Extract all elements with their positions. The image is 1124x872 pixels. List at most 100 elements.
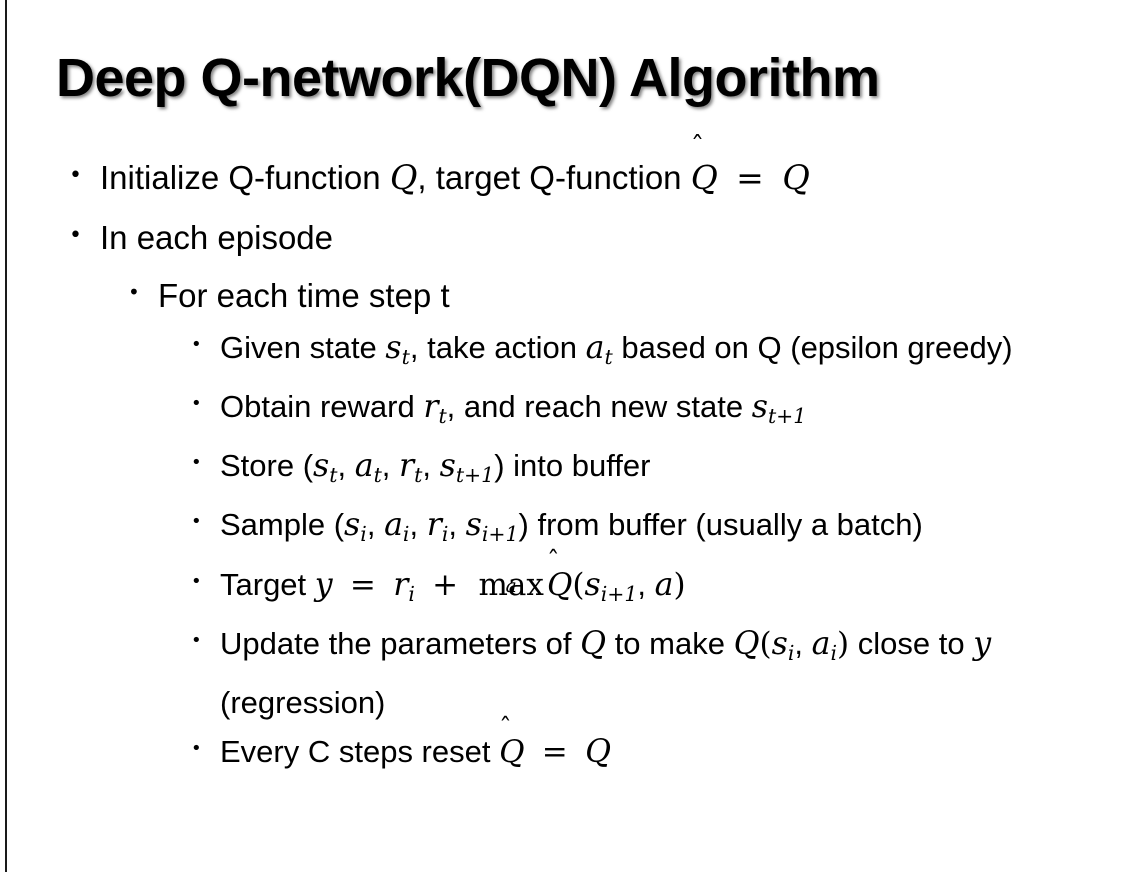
update-p4: (regression): [220, 684, 386, 720]
update-a-subscript: i: [830, 640, 838, 665]
bullet-update: • Update the parameters of Q to make Q(s…: [0, 619, 1124, 727]
initialize-mid: , target Q-function: [417, 159, 691, 196]
bullet-obtain-reward-text: Obtain reward rt, and reach new state st…: [220, 382, 1094, 441]
store-s-symbol: s: [313, 448, 330, 485]
bullet-dot-icon: •: [191, 452, 202, 474]
target-max-label: max: [478, 566, 544, 603]
target-qhat-base: Q: [546, 566, 573, 603]
sample-r-subscript: i: [441, 522, 449, 547]
given-state-p1: Given state: [220, 330, 386, 365]
bullet-dot-icon: •: [191, 737, 202, 759]
given-state-s-symbol: s: [385, 330, 402, 366]
update-p3: close to: [849, 625, 974, 661]
store-comma-2: ,: [381, 448, 400, 484]
given-state-a-symbol: a: [585, 330, 605, 366]
obtain-reward-p2: , and reach new state: [446, 389, 752, 425]
obtain-reward-p1: Obtain reward: [220, 389, 424, 425]
bullet-dot-icon: •: [191, 334, 202, 355]
bullet-target-text: Target y = ri + maxâQ(si+1, a): [220, 560, 1094, 619]
bullet-sample: • Sample (si, ai, ri, si+1) from buffer …: [0, 500, 1124, 559]
bullet-target: • Target y = ri + maxâQ(si+1, a): [0, 560, 1124, 619]
store-s2-subscript: t+1: [455, 463, 495, 488]
initialize-q2-symbol: Q: [782, 158, 810, 197]
page-title: Deep Q-network(DQN) Algorithm: [56, 48, 880, 108]
store-comma-3: ,: [422, 448, 440, 484]
bullet-for-each-time-step: • For each time step t: [0, 268, 1124, 323]
update-open-paren: (: [759, 625, 772, 662]
target-comma: ,: [637, 566, 655, 602]
sample-a-subscript: i: [402, 522, 410, 547]
update-a-symbol: a: [811, 625, 831, 662]
slide-left-edge-rule: [5, 0, 7, 872]
sample-s-symbol: s: [344, 507, 361, 544]
store-p2: ) into buffer: [494, 448, 651, 484]
given-state-a-subscript: t: [604, 345, 613, 370]
bullet-in-each-episode: • In each episode: [0, 208, 1124, 268]
store-p1: Store (: [220, 448, 314, 484]
initialize-prefix: Initialize Q-function: [100, 159, 390, 196]
bullet-given-state-text: Given state st, take action at based on …: [220, 323, 1094, 382]
bullet-store: • Store (st, at, rt, st+1) into buffer: [0, 441, 1124, 500]
store-r-subscript: t: [414, 463, 423, 488]
bullet-dot-icon: •: [128, 280, 140, 304]
reset-qhat-base: Q: [499, 733, 525, 770]
update-s-symbol: s: [771, 625, 788, 662]
target-y-symbol: y: [314, 566, 333, 603]
bullet-dot-icon: •: [191, 393, 202, 415]
target-close-paren: ): [673, 566, 686, 603]
update-p1: Update the parameters of: [220, 625, 581, 661]
obtain-reward-r-symbol: r: [423, 389, 439, 426]
initialize-q-symbol: Q: [389, 158, 418, 197]
store-comma-1: ,: [337, 448, 355, 484]
sample-s-subscript: i: [360, 522, 367, 547]
bullet-dot-icon: •: [191, 570, 202, 592]
reset-equals: =: [541, 733, 568, 770]
store-s2-symbol: s: [439, 448, 456, 485]
sample-comma-2: ,: [409, 507, 427, 543]
bullet-obtain-reward: • Obtain reward rt, and reach new state …: [0, 382, 1124, 441]
target-plus: +: [432, 566, 459, 603]
target-p1: Target: [220, 566, 315, 602]
sample-s2-subscript: i+1: [481, 522, 519, 547]
initialize-equals: =: [736, 158, 764, 197]
update-p2: to make: [606, 625, 734, 661]
bullet-reset-text: Every C steps reset ̂Q = Q: [220, 727, 1094, 777]
given-state-p2: , take action: [409, 330, 586, 365]
sample-a-symbol: a: [384, 507, 403, 544]
sample-p2: ) from buffer (usually a batch): [518, 507, 923, 543]
sample-r-symbol: r: [426, 507, 442, 544]
bullet-given-state: • Given state st, take action at based o…: [0, 323, 1124, 382]
target-r-symbol: r: [393, 566, 409, 603]
initialize-qhat-base: Q: [690, 158, 718, 197]
update-close-paren: ): [837, 625, 850, 662]
target-s-symbol: s: [584, 566, 601, 603]
obtain-reward-s-symbol: s: [751, 389, 768, 426]
initialize-qhat-symbol: ̂Q: [691, 148, 718, 208]
update-comma: ,: [794, 625, 812, 661]
bullet-for-each-time-step-text: For each time step t: [158, 277, 450, 314]
bullet-update-text: Update the parameters of Q to make Q(si,…: [220, 619, 1094, 727]
store-a-symbol: a: [354, 448, 374, 485]
sample-p1: Sample (: [220, 507, 345, 543]
target-r-subscript: i: [408, 581, 415, 606]
obtain-reward-r-subscript: t: [438, 404, 447, 429]
slide-body: • Initialize Q-function Q, target Q-func…: [0, 148, 1124, 777]
target-max-subscript: a: [505, 575, 517, 597]
sample-comma-3: ,: [448, 507, 466, 543]
bullet-store-text: Store (st, at, rt, st+1) into buffer: [220, 441, 1094, 500]
target-equals: =: [349, 566, 376, 603]
bullet-dot-icon: •: [69, 223, 82, 248]
given-state-s-subscript: t: [401, 345, 410, 370]
store-s-subscript: t: [329, 463, 338, 488]
bullet-in-each-episode-text: In each episode: [100, 219, 334, 256]
update-q2-symbol: Q: [733, 625, 760, 662]
reset-p1: Every C steps reset: [220, 733, 500, 769]
bullet-dot-icon: •: [191, 629, 202, 651]
update-s-subscript: i: [787, 640, 795, 665]
target-qhat-symbol: ̂Q: [547, 561, 572, 610]
bullet-dot-icon: •: [69, 163, 82, 188]
target-open-paren: (: [572, 566, 585, 603]
bullet-initialize: • Initialize Q-function Q, target Q-func…: [0, 148, 1124, 208]
